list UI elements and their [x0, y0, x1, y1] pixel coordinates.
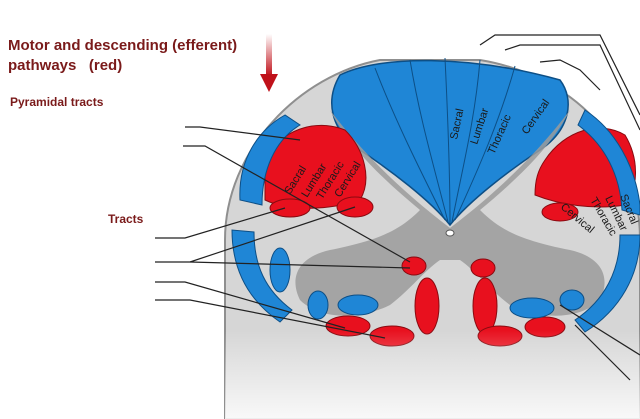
left-blue-oval-a — [337, 294, 379, 316]
right-leader-lines — [479, 34, 640, 381]
dorsal-column-lines — [374, 57, 516, 225]
central-canal — [445, 229, 455, 237]
right-ventral-corticospinal-b — [472, 277, 498, 335]
tracts-label: Tracts — [108, 212, 144, 226]
left-ventral-corticospinal-b — [414, 277, 440, 335]
right-rubrospinal-tract — [541, 202, 579, 222]
title-line-2: pathways (red) — [8, 57, 123, 74]
left-blue-oval-c — [269, 247, 291, 293]
leader-line-top-1 — [479, 34, 640, 116]
gray-matter — [295, 110, 605, 316]
lower-fade — [225, 330, 640, 419]
left-blue-oval-b — [307, 290, 329, 320]
leader-line-top-3 — [539, 59, 601, 91]
right-spinocerebellar-tract — [577, 109, 640, 216]
leader-line-tract-e — [155, 299, 386, 339]
leader-line-tract-d — [155, 281, 346, 329]
right-blue-oval-a — [509, 297, 555, 319]
pyramidal-tracts-label: Pyramidal tracts — [10, 95, 104, 109]
title-line-1: Motor and descending (efferent) — [8, 37, 238, 54]
left-rubrospinal-tract — [269, 198, 311, 218]
arrow-head — [260, 74, 278, 92]
leader-line-tract-a — [155, 207, 286, 239]
left-anterolateral-tract — [231, 229, 293, 323]
leader-line-top-2 — [504, 44, 640, 131]
right-ventral-corticospinal-a — [470, 258, 496, 278]
left-leader-lines — [155, 126, 411, 339]
leader-line-right-2 — [574, 324, 631, 381]
leader-line-right-1 — [559, 304, 640, 356]
arrow-shaft — [266, 34, 272, 76]
leader-line-tract-c — [189, 261, 411, 269]
leader-line-pyramidal — [185, 126, 301, 141]
leader-line-ventral — [183, 145, 411, 263]
diagram-title: Motor and descending (efferent) pathways… — [8, 36, 268, 76]
right-blue-oval-b — [559, 289, 585, 311]
